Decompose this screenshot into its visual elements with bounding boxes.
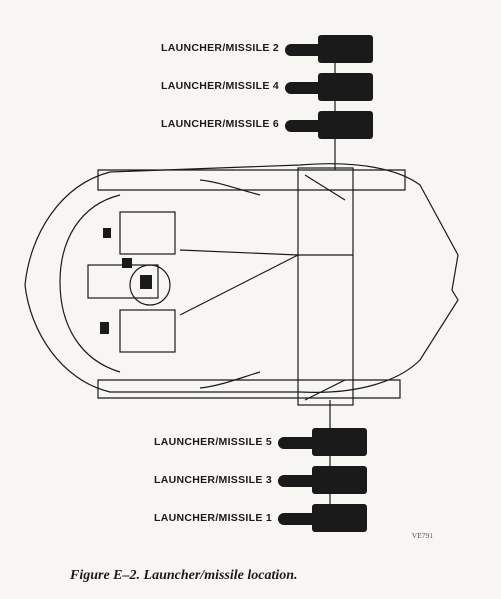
label-launcher-missile-5: LAUNCHER/MISSILE 5 [154,436,272,448]
launcher-pod-3 [312,466,367,494]
launcher-pod-6 [318,111,373,139]
skid-lower [97,379,401,399]
skid-upper [97,169,406,191]
canopy-inner [59,194,121,373]
pylon-frame [297,167,354,406]
seat-upper [119,211,176,255]
missile-4 [285,82,325,94]
seat-lower [119,309,176,353]
figure-caption: Figure E–2. Launcher/missile location. [70,568,298,583]
missile-5 [278,437,318,449]
reference-number: VE791 [411,531,433,540]
missile-2 [285,44,325,56]
label-launcher-missile-4: LAUNCHER/MISSILE 4 [161,80,279,92]
cyclic-ring [129,264,171,306]
label-launcher-missile-3: LAUNCHER/MISSILE 3 [154,474,272,486]
missile-1 [278,513,318,525]
label-launcher-missile-2: LAUNCHER/MISSILE 2 [161,42,279,54]
missile-3 [278,475,318,487]
fuselage-outline [24,163,459,393]
launcher-pod-5 [312,428,367,456]
label-launcher-missile-1: LAUNCHER/MISSILE 1 [154,512,272,524]
launcher-pod-1 [312,504,367,532]
missile-6 [285,120,325,132]
launcher-pod-2 [318,35,373,63]
launcher-pod-4 [318,73,373,101]
label-launcher-missile-6: LAUNCHER/MISSILE 6 [161,118,279,130]
